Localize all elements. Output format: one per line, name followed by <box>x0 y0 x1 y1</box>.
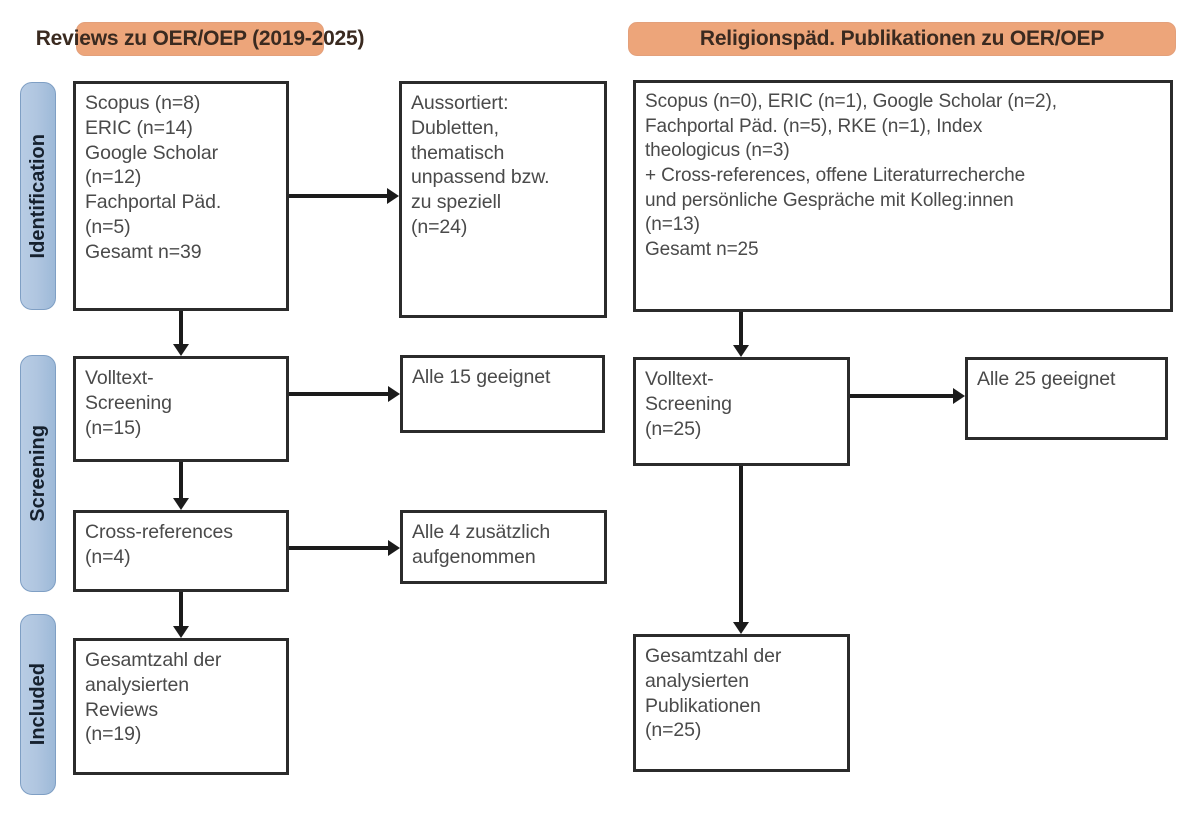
arrowhead-right-screening-to-included <box>733 622 749 634</box>
box-line: (n=15) <box>85 416 142 439</box>
arrowhead-left-screening-to-crossrefs <box>173 498 189 510</box>
box-right-screening: Volltext- Screening (n=25) <box>633 357 850 466</box>
box-left-crossrefs-result: Alle 4 zusätzlich aufgenommen <box>400 510 607 584</box>
box-line: Volltext- <box>645 368 714 390</box>
box-left-crossrefs: Cross-references (n=4) <box>73 510 289 592</box>
box-left-screening-result: Alle 15 geeignet <box>400 355 605 433</box>
box-line: analysierten <box>645 669 749 692</box>
connector-left-ident-to-excluded <box>289 194 387 198</box>
box-line: Gesamt n=25 <box>645 239 759 261</box>
box-left-screening: Volltext- Screening (n=15) <box>73 356 289 462</box>
box-line: Alle 4 zusätzlich <box>412 521 551 543</box>
arrowhead-right-ident-to-screening <box>733 345 749 357</box>
box-line: Gesamtzahl der <box>645 645 782 667</box>
box-line: (n=25) <box>645 719 702 742</box>
stage-pill-included: Included <box>20 614 56 795</box>
box-line: Scopus (n=0), ERIC (n=1), Google Scholar… <box>645 91 1057 112</box>
connector-right-screening-to-included <box>739 466 743 622</box>
box-line: Gesamtzahl der <box>85 649 222 671</box>
box-left-included: Gesamtzahl der analysierten Reviews (n=1… <box>73 638 289 775</box>
box-line: (n=12) <box>85 166 142 189</box>
box-line: Fachportal Päd. <box>85 191 222 213</box>
box-line: thematisch <box>411 141 505 164</box>
connector-left-crossrefs-to-included <box>179 592 183 626</box>
box-line: Reviews <box>85 698 158 721</box>
box-line: Alle 15 geeignet <box>412 366 551 388</box>
box-left-excluded: Aussortiert: Dubletten, thematisch unpas… <box>399 81 607 318</box>
box-line: Aussortiert: <box>411 92 509 114</box>
arrowhead-left-crossrefs-to-result <box>388 540 400 556</box>
box-line: Screening <box>85 391 172 414</box>
box-line: Dubletten, <box>411 116 499 139</box>
connector-left-screening-to-crossrefs <box>179 462 183 498</box>
box-line: (n=4) <box>85 545 131 568</box>
box-line: unpassend bzw. <box>411 166 550 189</box>
box-line: Cross-references <box>85 521 233 543</box>
stage-pill-identification: Identification <box>20 82 56 310</box>
stage-pill-screening: Screening <box>20 355 56 592</box>
box-line: Alle 25 geeignet <box>977 368 1116 390</box>
box-line: (n=13) <box>645 214 700 236</box>
connector-right-screening-to-result <box>850 394 953 398</box>
box-line: ERIC (n=14) <box>85 116 193 139</box>
column-header-left-label: Reviews zu OER/OEP (2019-2025) <box>35 27 365 50</box>
column-header-right-label: Religionspäd. Publikationen zu OER/OEP <box>699 27 1105 50</box>
stage-label-included: Included <box>26 663 49 746</box>
box-line: (n=5) <box>85 215 131 238</box>
connector-left-crossrefs-to-result <box>289 546 388 550</box>
box-line: Volltext- <box>85 367 154 389</box>
box-line: Publikationen <box>645 694 761 717</box>
box-line: (n=19) <box>85 723 142 746</box>
box-left-identification: Scopus (n=8) ERIC (n=14) Google Scholar … <box>73 81 289 311</box>
box-line: und persönliche Gespräche mit Kolleg:inn… <box>645 189 1014 211</box>
box-line: Gesamt n=39 <box>85 240 202 263</box>
arrowhead-left-screening-to-result <box>388 386 400 402</box>
box-line: Scopus (n=8) <box>85 92 201 114</box>
box-line: aufgenommen <box>412 545 536 568</box>
arrowhead-right-screening-to-result <box>953 388 965 404</box>
arrowhead-left-ident-to-screening <box>173 344 189 356</box>
box-right-identification: Scopus (n=0), ERIC (n=1), Google Scholar… <box>633 80 1173 312</box>
box-right-included: Gesamtzahl der analysierten Publikatione… <box>633 634 850 772</box>
box-line: analysierten <box>85 673 189 696</box>
box-line: (n=25) <box>645 417 702 440</box>
connector-left-screening-to-result <box>289 392 388 396</box>
box-line: Fachportal Päd. (n=5), RKE (n=1), Index <box>645 115 983 137</box>
box-line: Screening <box>645 392 732 415</box>
connector-right-ident-to-screening <box>739 312 743 345</box>
box-line: + Cross-references, offene Literaturrech… <box>645 165 1026 187</box>
box-right-screening-result: Alle 25 geeignet <box>965 357 1168 440</box>
stage-label-screening: Screening <box>26 425 49 522</box>
box-line: theologicus (n=3) <box>645 140 790 162</box>
stage-label-identification: Identification <box>26 133 49 259</box>
column-header-right: Religionspäd. Publikationen zu OER/OEP <box>628 22 1176 56</box>
column-header-left: Reviews zu OER/OEP (2019-2025) <box>36 22 365 56</box>
box-line: (n=24) <box>411 215 468 238</box>
arrowhead-left-ident-to-excluded <box>387 188 399 204</box>
box-line: Google Scholar <box>85 141 219 164</box>
box-line: zu speziell <box>411 191 501 213</box>
connector-left-ident-to-screening <box>179 311 183 344</box>
arrowhead-left-crossrefs-to-included <box>173 626 189 638</box>
